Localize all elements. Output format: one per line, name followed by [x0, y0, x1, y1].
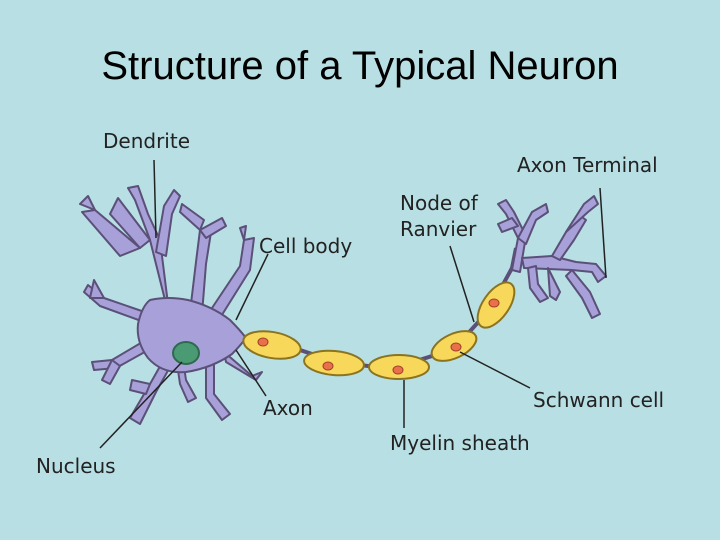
- label-myelin-sheath: Myelin sheath: [390, 431, 530, 455]
- label-node-of-ranvier-line1: Node of: [400, 191, 478, 215]
- label-node-of-ranvier-line2: Ranvier: [400, 217, 477, 241]
- leader-lines: [99, 159, 607, 449]
- label-axon: Axon: [263, 396, 313, 420]
- label-cell-body: Cell body: [259, 234, 353, 258]
- label-dendrite: Dendrite: [103, 129, 191, 153]
- schwann-nuclei: [257, 298, 500, 375]
- nucleus-shape: [172, 341, 200, 365]
- myelin-segment: [303, 349, 365, 377]
- slide-title: Structure of a Typical Neuron: [101, 44, 619, 88]
- cell-body-shape: [136, 297, 247, 374]
- label-nucleus: Nucleus: [36, 454, 116, 478]
- myelin-segment: [242, 330, 302, 360]
- label-axon-terminal: Axon Terminal: [517, 153, 658, 177]
- label-schwann-cell: Schwann cell: [533, 388, 665, 412]
- myelin-segments: [242, 281, 516, 380]
- axon-terminal-branches: [497, 195, 607, 319]
